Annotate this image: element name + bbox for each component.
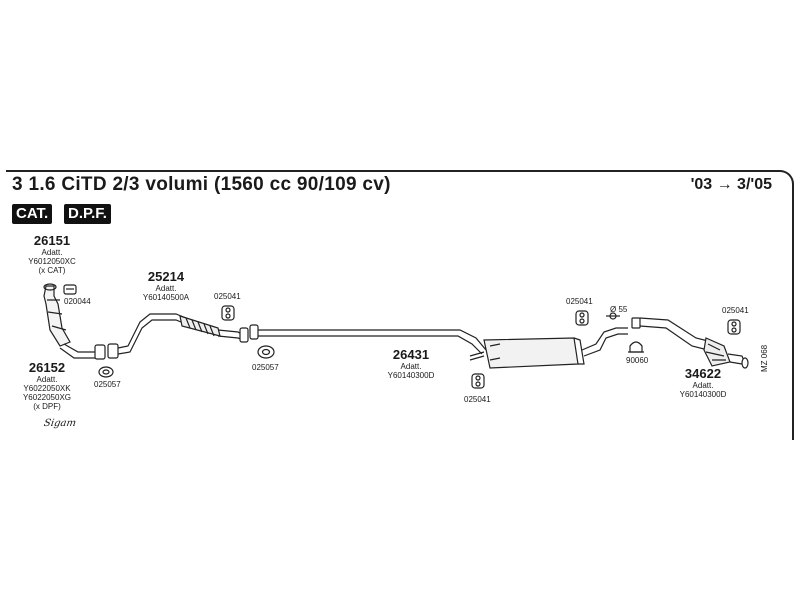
vehicle-title: 3 1.6 CiTD 2/3 volumi (1560 cc 90/109 cv… (12, 174, 391, 195)
part-label-26151: 26151 Adatt. Y6012050XC (x CAT) (22, 233, 82, 276)
ring-025057-b[interactable] (257, 345, 275, 359)
hanger-025041-c[interactable] (575, 310, 589, 326)
part-line: Y6012050XC (28, 257, 76, 266)
ring-025057-a[interactable] (98, 366, 114, 378)
rear-silencer-34622[interactable] (631, 317, 749, 369)
diameter-label: Ø 55 (610, 305, 628, 314)
intermediate-pipe-25214[interactable] (117, 313, 249, 355)
part-label-25214: 25214 Adatt. Y60140500A (134, 269, 198, 303)
part-line: Adatt. (36, 375, 58, 384)
diagram-ref-code: MZ 068 (760, 344, 769, 372)
part-line: Adatt. (155, 284, 177, 293)
year-range: '03 → 3/'05 (690, 176, 772, 193)
catalyst-26151[interactable] (43, 283, 71, 347)
small-code-025041-b: 025041 (464, 395, 491, 404)
part-line: (x DPF) (33, 402, 61, 411)
center-silencer[interactable] (469, 327, 628, 369)
part-line: Adatt. (41, 248, 63, 257)
part-line: Adatt. (692, 381, 714, 390)
small-code-025041-d: 025041 (722, 306, 749, 315)
small-code-025057-b: 025057 (252, 363, 279, 372)
hanger-025041-d[interactable] (727, 319, 741, 335)
cat-badge: CAT. (12, 204, 53, 224)
part-line: Y6022050XG (22, 393, 72, 402)
part-line: (x CAT) (38, 266, 66, 275)
front-pipe-26152[interactable] (59, 343, 119, 360)
small-code-025041-c: 025041 (566, 297, 593, 306)
part-code: 25214 (147, 269, 185, 284)
part-label-26152: 26152 Adatt. Y6022050XK Y6022050XG (x DP… (14, 360, 80, 412)
small-code-90060: 90060 (626, 356, 649, 365)
part-line: Y6022050XK (23, 384, 71, 393)
diagram-frame (6, 170, 794, 440)
part-line: Y60140300D (679, 390, 727, 399)
small-code-025041-a: 025041 (214, 292, 241, 301)
part-code: 26152 (28, 360, 66, 375)
clamp-90060[interactable] (628, 341, 644, 353)
brand-logo: Sigam (43, 418, 77, 429)
part-label-34622: 34622 Adatt. Y60140300D (670, 366, 736, 400)
center-pipe-26431[interactable] (249, 324, 487, 355)
hanger-025041-a[interactable] (221, 305, 235, 321)
part-line: Y60140500A (142, 293, 190, 302)
small-code-020044: 020044 (64, 297, 91, 306)
part-code: 26431 (392, 347, 430, 362)
hanger-025041-b[interactable] (471, 373, 485, 389)
clamp-020044[interactable] (63, 284, 77, 295)
part-line: Adatt. (400, 362, 422, 371)
diameter-icon (609, 312, 617, 320)
dpf-badge: D.P.F. (64, 204, 111, 224)
part-label-26431: 26431 Adatt. Y60140300D (378, 347, 444, 381)
part-code: 26151 (33, 233, 71, 248)
small-code-025057-a: 025057 (94, 380, 121, 389)
part-code: 34622 (684, 366, 722, 381)
part-line: Y60140300D (387, 371, 435, 380)
